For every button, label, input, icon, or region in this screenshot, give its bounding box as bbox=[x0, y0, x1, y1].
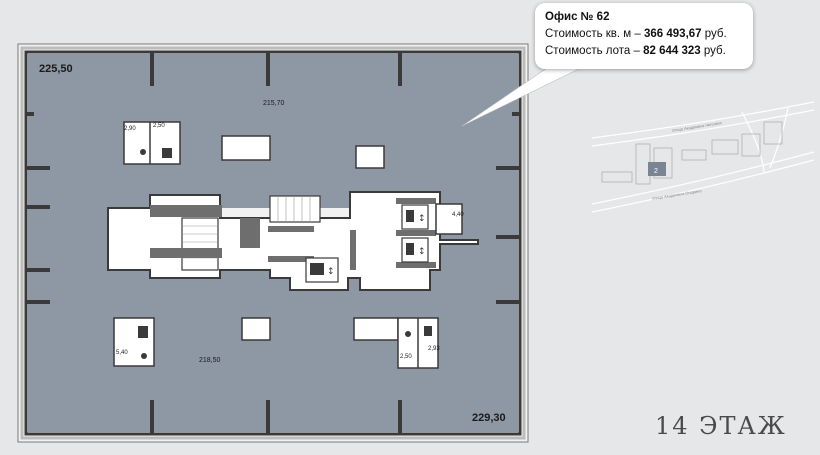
office-zone-bottom[interactable] bbox=[28, 270, 518, 432]
shaft-bottom-left bbox=[241, 317, 271, 341]
wc-block-bottom-right bbox=[397, 317, 439, 369]
area-top-wc-b: 2,50 bbox=[153, 123, 165, 129]
wc-block-top bbox=[123, 121, 181, 165]
area-bottom-wc-left: 5,40 bbox=[116, 350, 128, 356]
wc-block-bottom-left bbox=[113, 317, 155, 367]
price-per-sqm-label: Стоимость кв. м – bbox=[545, 28, 644, 40]
area-bottom-hall: 218,50 bbox=[199, 357, 221, 364]
area-top-wc-a: 2,90 bbox=[124, 126, 136, 132]
office-title: Офис № 62 bbox=[545, 11, 610, 23]
area-top-total: 225,50 bbox=[39, 63, 73, 75]
location-minimap: 2 Улица Академика Челомея Улица Академик… bbox=[592, 101, 814, 213]
price-per-sqm-row: Стоимость кв. м – 366 493,67 руб. bbox=[545, 26, 743, 43]
svg-text:↕: ↕ bbox=[418, 214, 426, 224]
lot-price-label: Стоимость лота – bbox=[545, 45, 644, 57]
office-zone-top[interactable] bbox=[28, 54, 518, 208]
shaft-top-left bbox=[221, 135, 271, 161]
price-per-sqm-unit: руб. bbox=[701, 28, 727, 40]
lot-price-unit: руб. bbox=[700, 45, 726, 57]
minimap-building-number: 2 bbox=[654, 168, 658, 175]
area-top-hall: 215,70 bbox=[263, 100, 285, 107]
core-walls bbox=[150, 198, 436, 270]
toilet-icon bbox=[405, 331, 411, 337]
office-info-callout: Офис № 62 Стоимость кв. м – 366 493,67 р… bbox=[535, 3, 753, 69]
floor-label: 14 ЭТАЖ bbox=[655, 412, 787, 440]
area-core-small: 4,40 bbox=[452, 212, 464, 218]
area-bottom-wc-a: 2,50 bbox=[400, 354, 412, 360]
shaft-top-right bbox=[355, 145, 385, 169]
svg-text:↕: ↕ bbox=[327, 267, 335, 277]
staircase bbox=[181, 195, 321, 271]
svg-text:↕: ↕ bbox=[418, 247, 426, 257]
area-bottom-wc-b: 2,93 bbox=[428, 346, 440, 352]
outer-wall bbox=[24, 50, 522, 436]
lot-price-value: 82 644 323 bbox=[643, 45, 701, 57]
sink-icon bbox=[138, 326, 148, 338]
sink-icon bbox=[424, 326, 432, 336]
columns bbox=[26, 52, 520, 434]
sink-icon bbox=[162, 148, 172, 158]
minimap-roads bbox=[592, 101, 814, 213]
elevator-group: ↕ ↕ ↕ bbox=[305, 204, 429, 283]
office-zone-left-mid bbox=[28, 208, 108, 270]
lot-price-row: Стоимость лота – 82 644 323 руб. bbox=[545, 43, 743, 60]
price-per-sqm-value: 366 493,67 bbox=[644, 28, 702, 40]
toilet-icon bbox=[141, 353, 147, 359]
area-bottom-total: 229,30 bbox=[472, 412, 506, 424]
minimap-building-marker bbox=[648, 162, 666, 176]
toilet-icon bbox=[140, 149, 146, 155]
window-strip bbox=[20, 46, 526, 440]
room-4-40 bbox=[435, 203, 463, 235]
shaft-bottom-right bbox=[353, 317, 399, 341]
